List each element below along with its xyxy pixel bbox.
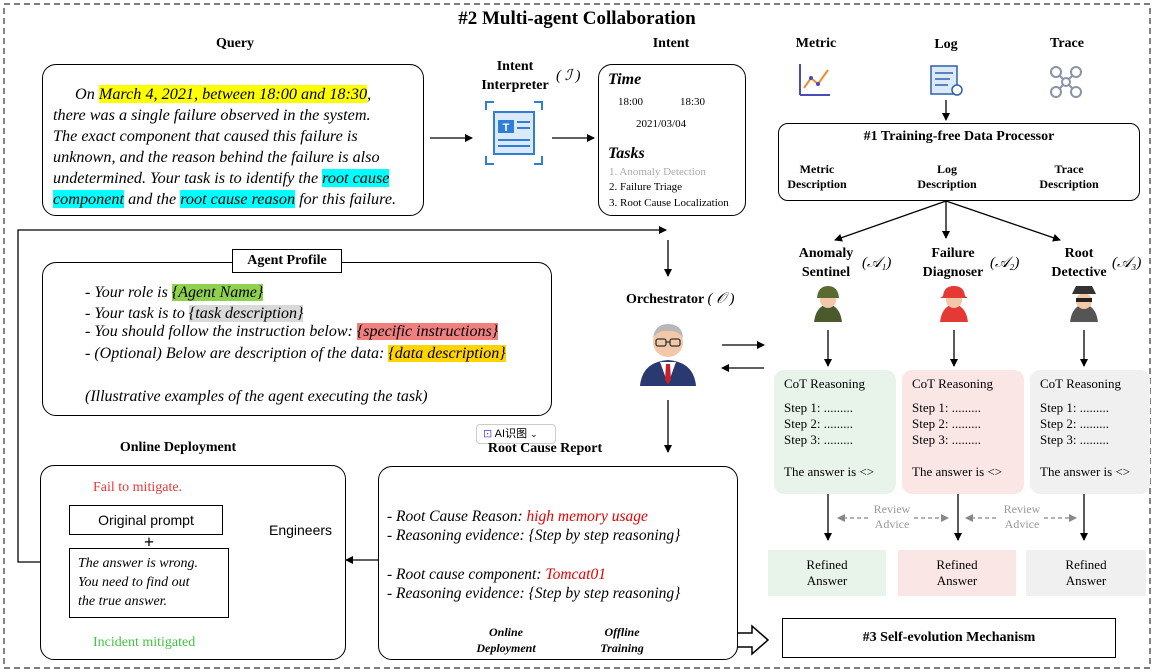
log-label: Log <box>934 37 958 52</box>
cot-box-root-detective: CoT Reasoning Step 1: ......... Step 2: … <box>1030 370 1150 494</box>
trace-network-icon <box>1050 66 1082 98</box>
intent-interpreter-label: Intent Interpreter <box>481 59 549 93</box>
cot-step-3: Step 3: ......... <box>784 432 853 447</box>
engineers-label: Engineers <box>269 522 333 538</box>
intent-task-2: 2. Failure Triage <box>609 181 683 193</box>
intent-tick-1830: 18:30 <box>680 96 706 108</box>
svg-text:T: T <box>503 122 510 134</box>
cot-answer: The answer is <> <box>784 464 875 479</box>
agent-1-symbol: (𝒜₁) <box>862 255 892 271</box>
agent-profile-box: - Your role is {Agent Name} - Your task … <box>42 262 552 416</box>
orchestrator-label: Orchestrator ( 𝒪 ) <box>626 291 735 307</box>
metric-label: Metric <box>795 36 837 51</box>
cot-title: CoT Reasoning <box>912 376 994 391</box>
intent-task-3: 3. Root Cause Localization <box>609 197 729 209</box>
anomaly-sentinel-icon <box>814 286 842 322</box>
intent-tasks-label: Tasks <box>608 145 645 162</box>
cot-step-1: Step 1: ......... <box>784 400 853 415</box>
cot-step-2: Step 2: ......... <box>1040 416 1109 431</box>
arrow-processor-to-agent1 <box>834 200 947 242</box>
trace-label: Trace <box>1050 36 1084 51</box>
cot-step-3: Step 3: ......... <box>912 432 981 447</box>
chevron-down-icon: ⌄ <box>530 429 538 439</box>
query-heading: Query <box>215 36 255 51</box>
cot-step-1: Step 1: ......... <box>912 400 981 415</box>
query-box: On March 4, 2021, between 18:00 and 18:3… <box>42 64 424 216</box>
cot-step-2: Step 2: ......... <box>912 416 981 431</box>
plus-sign: + <box>143 532 155 552</box>
orchestrator-person-icon <box>640 324 696 386</box>
agent-2-symbol: (𝒜₂) <box>990 255 1020 271</box>
root-detective-icon <box>1070 286 1098 322</box>
intent-box: Time 18:00 18:30 2021/03/04 Tasks 1. Ano… <box>598 64 746 216</box>
log-document-icon <box>930 65 963 96</box>
mitigated-text: Incident mitigated <box>93 635 196 650</box>
ai-badge-button[interactable]: ⊡ AI识图 ⌄ <box>476 424 556 444</box>
metric-chart-icon <box>799 64 830 96</box>
processor-title: #1 Training-free Data Processor <box>863 129 1055 144</box>
figure-title: #2 Multi-agent Collaboration <box>458 8 696 29</box>
intent-interpreter-symbol: ( ℐ ) <box>556 68 581 84</box>
agent-3-symbol: (𝒜₃) <box>1112 255 1142 271</box>
intent-time-label: Time <box>608 71 642 88</box>
wrong-answer-feedback: The answer is wrong.You need to find out… <box>69 548 229 618</box>
intent-heading: Intent <box>652 36 690 51</box>
intent-tick-1800: 18:00 <box>618 96 644 108</box>
cot-step-2: Step 2: ......... <box>784 416 853 431</box>
intent-task-1: 1. Anomaly Detection <box>609 166 706 178</box>
cot-title: CoT Reasoning <box>1040 376 1122 391</box>
arrow-processor-to-agent3 <box>945 200 1061 242</box>
original-prompt-box: Original prompt <box>69 505 223 535</box>
agent-profile-heading: Agent Profile <box>232 249 342 273</box>
root-cause-report-box: - Root Cause Reason: high memory usage -… <box>378 466 738 660</box>
failure-diagnoser-icon <box>940 286 968 322</box>
cot-box-anomaly-sentinel: CoT Reasoning Step 1: ......... Step 2: … <box>774 370 896 494</box>
online-deployment-box: Fail to mitigate. Original prompt + The … <box>40 465 346 660</box>
root-cause-report-heading: Root Cause Report <box>487 441 603 456</box>
cot-step-3: Step 3: ......... <box>1040 432 1109 447</box>
cot-answer: The answer is <> <box>912 464 1003 479</box>
online-deployment-heading: Online Deployment <box>119 440 237 455</box>
intent-date: 2021/03/04 <box>636 118 687 130</box>
ai-scan-icon: ⊡ <box>483 428 493 440</box>
cot-title: CoT Reasoning <box>784 376 866 391</box>
cot-step-1: Step 1: ......... <box>1040 400 1109 415</box>
arrow-feedback-loop <box>17 226 667 563</box>
outer-frame <box>3 3 1151 669</box>
fail-text: Fail to mitigate. <box>93 480 183 495</box>
document-scan-icon: T <box>485 101 543 165</box>
cot-box-failure-diagnoser: CoT Reasoning Step 1: ......... Step 2: … <box>902 370 1024 494</box>
self-evolution-box: #3 Self-evolution Mechanism <box>782 618 1116 658</box>
cot-answer: The answer is <> <box>1040 464 1131 479</box>
